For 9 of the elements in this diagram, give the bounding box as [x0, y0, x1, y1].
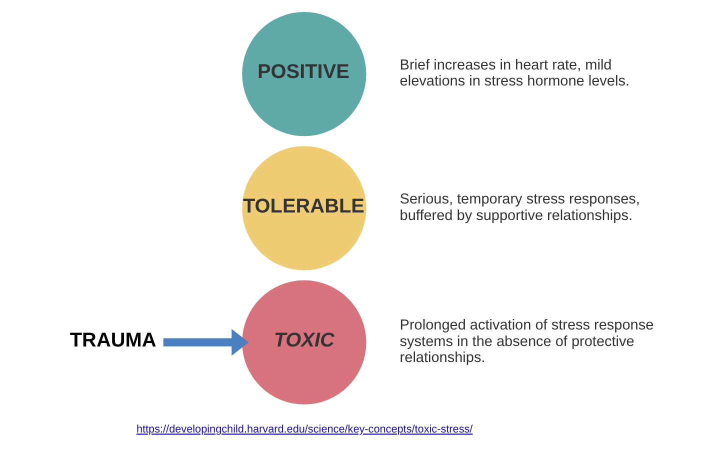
node-text: TRAUMA — [70, 330, 156, 352]
arrow — [163, 328, 249, 356]
node-label: Serious, temporary stress responses, buffered by supportive relationships. — [400, 191, 640, 224]
label: https://developingchild.harvard.edu/science/key-concepts/toxic-stress/ — [136, 424, 473, 436]
node-circle: TOXIC — [242, 280, 366, 404]
node-label: Brief increases in heart rate, mild elevations in stress hormone levels. — [400, 57, 630, 90]
node-label: Prolonged activation of stress response systems in the absence of protective relationships. — [400, 317, 654, 366]
node-circle: POSITIVE — [242, 12, 366, 136]
node-circle: TOLERABLE — [242, 146, 366, 270]
